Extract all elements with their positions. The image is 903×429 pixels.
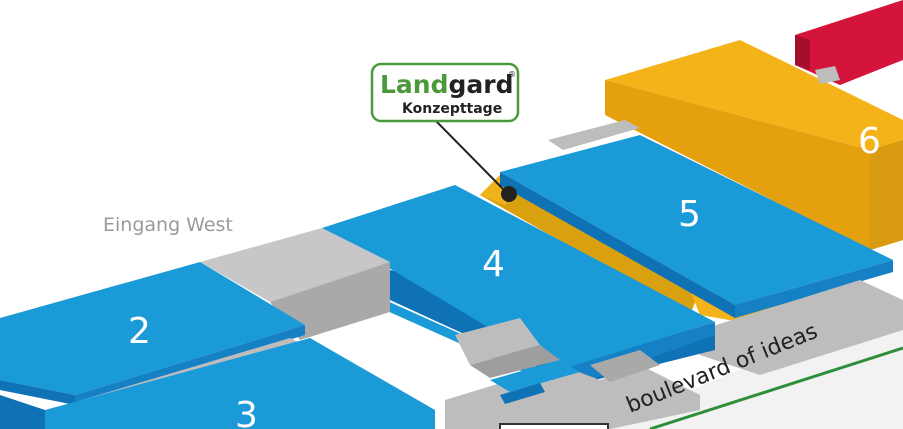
walkway-right [700, 280, 903, 375]
entrance-label: Eingang West [103, 214, 233, 236]
hall-6[interactable]: 6 [605, 40, 903, 250]
callout-subtitle: Konzepttage [402, 101, 502, 117]
info-box [499, 423, 609, 429]
callout-pointer-dot [501, 186, 517, 202]
hall-red[interactable] [795, 0, 903, 85]
landgard-logo: Landgard [380, 70, 514, 99]
landgard-callout[interactable]: Landgard ® Konzepttage [370, 62, 520, 123]
walkway-block-center [200, 228, 390, 340]
callout-pointer-line [434, 119, 509, 195]
hall-2-label: 2 [128, 311, 151, 352]
hall-3-label: 3 [235, 395, 258, 429]
hall-5[interactable]: 5 [500, 135, 893, 318]
landgard-registered-mark: ® [508, 70, 516, 79]
hall-connector-blue-2 [500, 383, 545, 404]
walkway-connector-right [815, 66, 840, 84]
hall-3[interactable]: 3 [0, 338, 435, 429]
walkway-connector-upper [548, 120, 640, 150]
hall-4-label: 4 [482, 244, 505, 285]
hall-6-label: 6 [858, 121, 881, 162]
hall-connector-blue [490, 360, 580, 392]
hall-5-label: 5 [678, 194, 701, 235]
green-path-line [649, 346, 903, 429]
